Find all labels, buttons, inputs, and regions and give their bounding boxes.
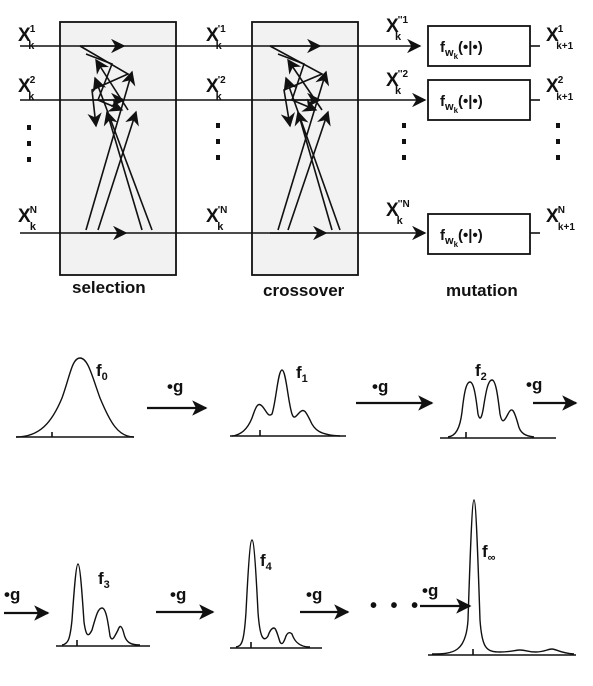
svg-text:f1: f1: [296, 363, 308, 385]
mutation-kernel-label-2: fwk(•|•): [440, 93, 483, 115]
vertical-ellipsis-dots: [27, 123, 560, 162]
operator-arrow-5: •g: [156, 585, 215, 620]
mutation-box-n: [427, 213, 531, 255]
svg-text:fwk(•|•): fwk(•|•): [440, 93, 483, 115]
mutation-label: mutation: [446, 281, 518, 300]
svg-text:fwk(•|•): fwk(•|•): [440, 39, 483, 61]
svg-text:•g: •g: [422, 581, 438, 600]
mutation-kernel-label-1: fwk(•|•): [440, 39, 483, 61]
mutation-box-1: [427, 25, 531, 67]
distribution-f4: f4: [230, 539, 322, 649]
mutation-kernel-label-n: fwk(•|•): [440, 227, 483, 249]
operator-arrow-1: •g: [147, 377, 208, 416]
svg-text:•g: •g: [170, 585, 186, 604]
sequence-ellipsis: • • •: [370, 595, 422, 617]
operator-arrow-2: •g: [356, 377, 434, 411]
distribution-row-2: •g f3 •g f4 •g • • • •g: [4, 499, 576, 656]
distribution-f0: f0: [15, 357, 135, 438]
distribution-f1: f1: [230, 363, 346, 437]
selection-label: selection: [72, 278, 146, 297]
svg-text:fwk(•|•): fwk(•|•): [440, 227, 483, 249]
crossover-crossings: [269, 45, 341, 231]
operator-arrow-6: •g: [300, 585, 350, 620]
svg-text:•g: •g: [167, 377, 183, 396]
svg-text:f0: f0: [96, 361, 108, 383]
operator-arrow-4: •g: [4, 585, 50, 621]
operator-arrow-3: •g: [526, 375, 578, 411]
crossover-label: crossover: [263, 281, 345, 300]
mutation-box-2: [427, 79, 531, 121]
svg-text:f2: f2: [475, 361, 487, 383]
svg-text:f3: f3: [98, 569, 110, 591]
distribution-f2: f2: [440, 361, 556, 439]
svg-text:•g: •g: [372, 377, 388, 396]
svg-text:•g: •g: [526, 375, 542, 394]
crossover-box: [251, 21, 359, 276]
distribution-row-1: f0 •g f1 •g f2 •g: [15, 357, 578, 439]
svg-text:f4: f4: [260, 551, 273, 573]
distribution-f-infinity: f∞: [428, 499, 576, 656]
distribution-f3: f3: [56, 563, 150, 647]
svg-text:f∞: f∞: [482, 542, 496, 564]
svg-text:•g: •g: [306, 585, 322, 604]
selection-crossings: [79, 45, 153, 231]
svg-text:•g: •g: [4, 585, 20, 604]
operator-arrow-7: •g: [420, 581, 472, 614]
